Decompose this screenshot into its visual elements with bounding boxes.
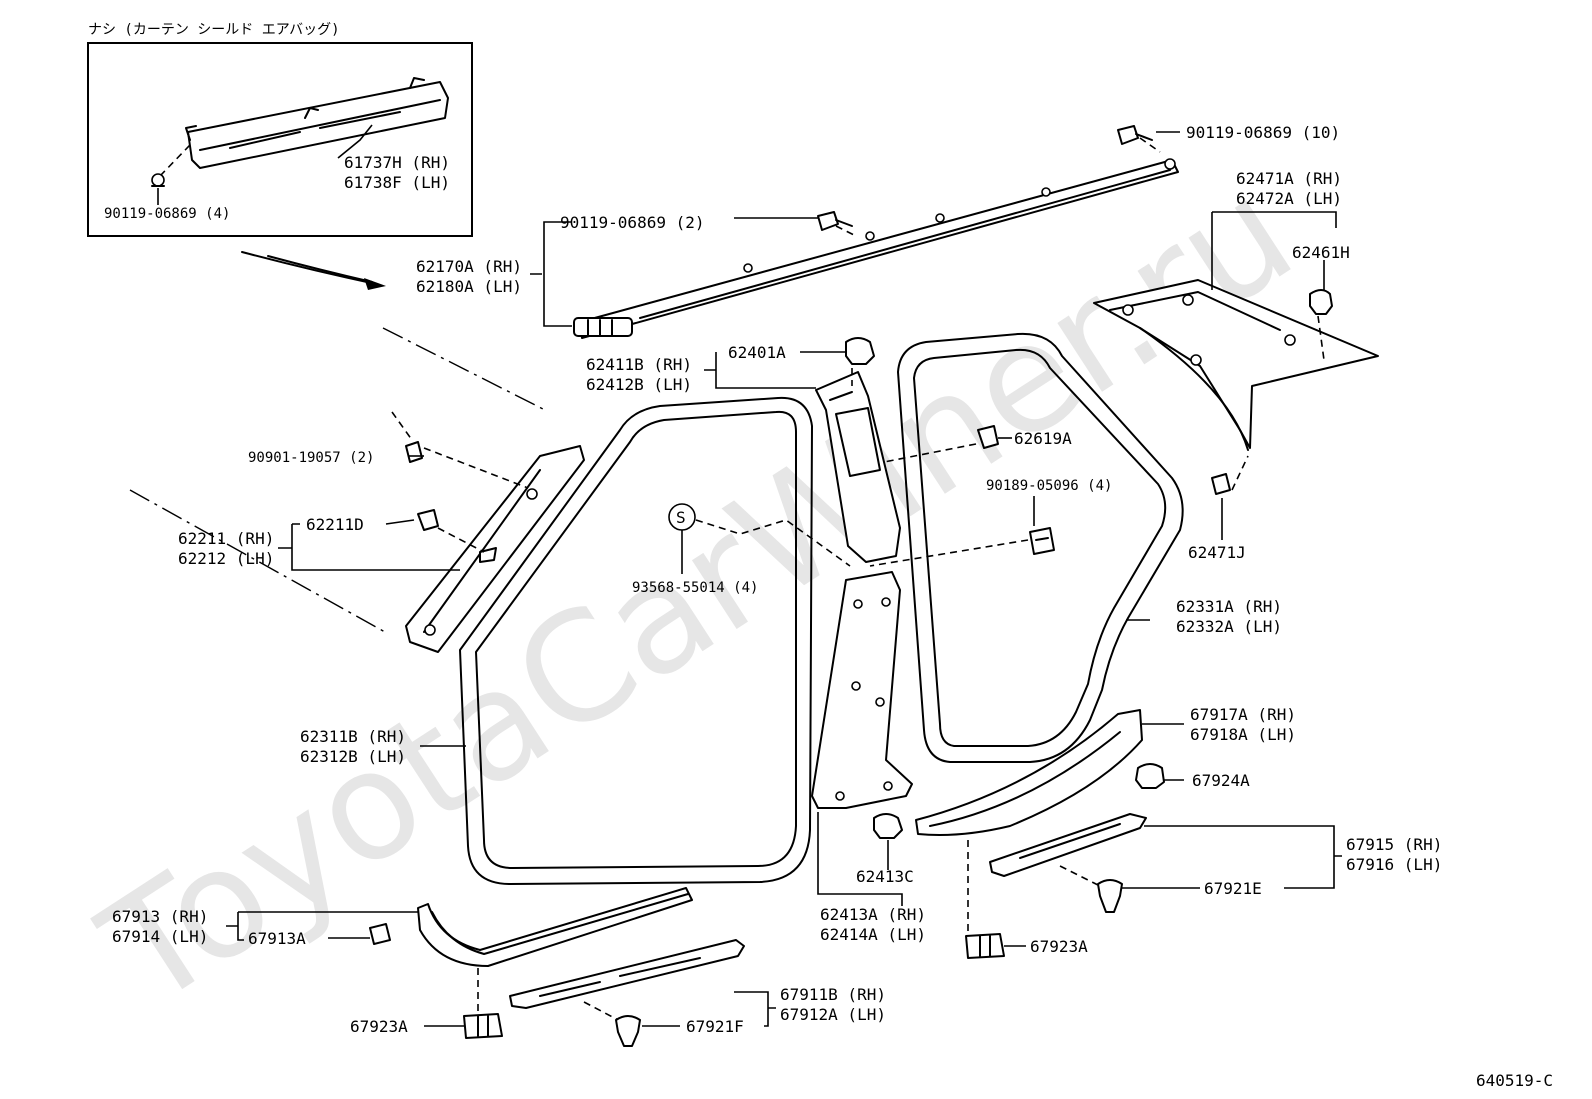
front-door-scuff-plate-part	[509, 939, 745, 1009]
label-62211: 62211 (RH)	[178, 529, 274, 548]
clip-67923A-right-icon	[965, 933, 1005, 959]
label-62619A: 62619A	[1014, 429, 1072, 448]
label-67911B: 67911B (RH)	[780, 985, 886, 1004]
inset-label-61737H: 61737H (RH)	[344, 153, 450, 172]
clip-62471J-icon	[1211, 473, 1231, 495]
label-62461H: 62461H	[1292, 243, 1350, 262]
front-scuff-plate-part	[417, 887, 693, 967]
front-door-opening-trim-part	[459, 396, 813, 885]
label-62412B: 62412B (LH)	[586, 375, 692, 394]
label-67924A: 67924A	[1192, 771, 1250, 790]
label-62413C: 62413C	[856, 867, 914, 886]
label-67915: 67915 (RH)	[1346, 835, 1442, 854]
clip-62461H-icon	[1309, 289, 1333, 315]
inset-reference-arrow	[241, 251, 386, 290]
inset-panel: ナシ (カーテン シールド エアバッグ) 61737H (RH) 61738F …	[87, 22, 473, 237]
clip-62401A-icon	[845, 337, 875, 365]
label-62413A: 62413A (RH)	[820, 905, 926, 924]
label-67923A-right: 67923A	[1030, 937, 1088, 956]
label-67921F: 67921F	[686, 1017, 744, 1036]
clip-67913A-icon	[369, 923, 391, 945]
rear-door-scuff-plate-part	[989, 813, 1147, 877]
center-pillar-lower-garnish-part	[811, 571, 913, 809]
label-62212: 62212 (LH)	[178, 549, 274, 568]
label-62312B: 62312B (LH)	[300, 747, 406, 766]
roof-side-rail-part	[573, 158, 1179, 339]
inset-label-61738F: 61738F (LH)	[344, 173, 450, 192]
inset-label-90119: 90119-06869 (4)	[104, 206, 230, 222]
screw-90119-top-icon	[1117, 125, 1153, 145]
label-62411B: 62411B (RH)	[586, 355, 692, 374]
label-67914: 67914 (LH)	[112, 927, 208, 946]
label-62471A: 62471A (RH)	[1236, 169, 1342, 188]
label-67923A-left: 67923A	[350, 1017, 408, 1036]
label-90119-06869-2: 90119-06869 (2)	[560, 213, 705, 232]
label-62180A: 62180A (LH)	[416, 277, 522, 296]
label-62211D: 62211D	[306, 515, 364, 534]
inset-clip-icon	[151, 173, 165, 187]
inset-title: ナシ (カーテン シールド エアバッグ)	[88, 22, 340, 38]
clip-90189-icon	[1029, 527, 1055, 555]
label-67913: 67913 (RH)	[112, 907, 208, 926]
roof-side-inner-trim-part	[1093, 279, 1379, 451]
label-67912A: 67912A (LH)	[780, 1005, 886, 1024]
label-90189-05096: 90189-05096 (4)	[986, 478, 1112, 494]
label-67921E: 67921E	[1204, 879, 1262, 898]
label-62472A: 62472A (LH)	[1236, 189, 1342, 208]
diagram-code: 640519-C	[1476, 1071, 1553, 1090]
center-pillar-upper-garnish-part	[815, 371, 901, 563]
label-62414A: 62414A (LH)	[820, 925, 926, 944]
clip-67921F-icon	[615, 1015, 641, 1047]
clip-67924A-icon	[1135, 763, 1165, 789]
clip-67923A-left-icon	[463, 1013, 503, 1039]
label-90901-19057: 90901-19057 (2)	[248, 450, 374, 466]
label-62170A: 62170A (RH)	[416, 257, 522, 276]
screw-90901-icon	[405, 441, 423, 463]
label-67918A: 67918A (LH)	[1190, 725, 1296, 744]
label-67917A: 67917A (RH)	[1190, 705, 1296, 724]
label-62401A: 62401A	[728, 343, 786, 362]
label-67916: 67916 (LH)	[1346, 855, 1442, 874]
screw-90119-rail-icon	[817, 211, 853, 231]
label-90119-06869-10: 90119-06869 (10)	[1186, 123, 1340, 142]
curtain-shield-bracket-part	[185, 77, 449, 169]
label-62332A: 62332A (LH)	[1176, 617, 1282, 636]
clip-62619A-icon	[977, 425, 999, 449]
rear-door-opening-trim-part	[897, 332, 1184, 763]
label-67913A: 67913A	[248, 929, 306, 948]
label-62311B: 62311B (RH)	[300, 727, 406, 746]
clip-62413C-icon	[873, 813, 903, 839]
s-marker-label: S	[676, 508, 686, 527]
label-62331A: 62331A (RH)	[1176, 597, 1282, 616]
clip-62211D-icon	[417, 509, 439, 531]
label-62471J: 62471J	[1188, 543, 1246, 562]
clip-67921E-icon	[1097, 879, 1123, 913]
label-93568-55014: 93568-55014 (4)	[632, 580, 758, 596]
rear-scuff-plate-part	[915, 709, 1143, 836]
